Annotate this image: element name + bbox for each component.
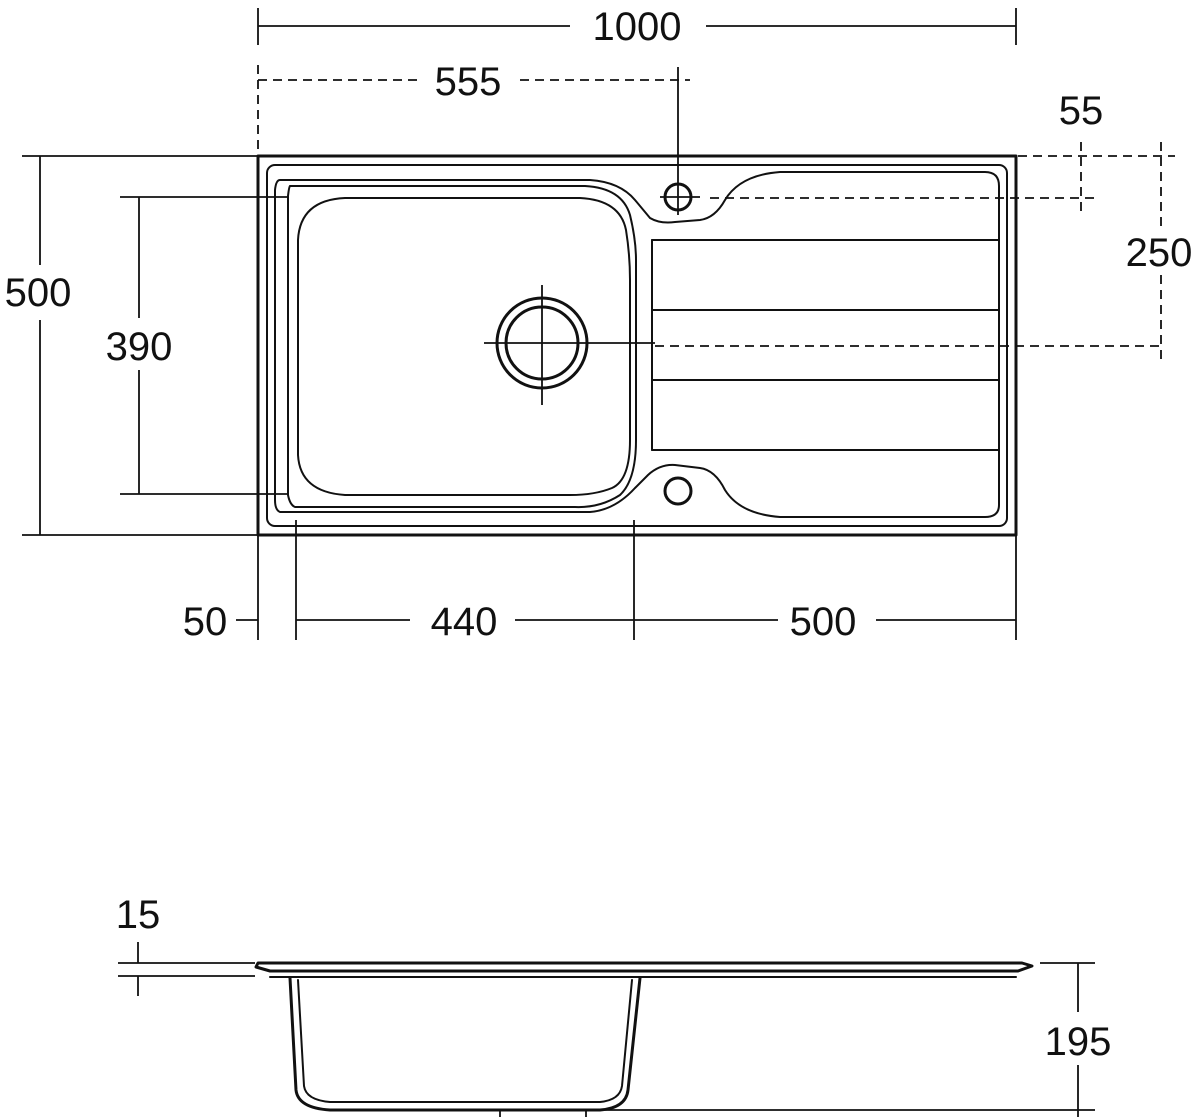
dim-bowl-width: 440 [431, 600, 498, 644]
dim-bowl-offset: 50 [183, 600, 228, 644]
dim-tap-offset: 555 [435, 60, 502, 104]
dim-flange-height: 15 [116, 893, 161, 937]
sink-flange [254, 961, 1034, 973]
bowl-profile-outer [288, 976, 642, 1112]
dim-bowl-depth: 390 [106, 325, 173, 369]
dim-bowl-height: 195 [1045, 1020, 1112, 1064]
dim-overall-width: 1000 [593, 5, 682, 49]
bowl-basin [297, 197, 631, 496]
dim-overall-depth: 500 [5, 271, 72, 315]
drainer-deck-outline [274, 171, 1000, 518]
dim-drainer-width: 500 [790, 600, 857, 644]
dim-tap-setback: 55 [1059, 89, 1104, 133]
dim-waste-from-back: 250 [1126, 231, 1193, 275]
bowl-profile-inner [297, 979, 633, 1103]
bowl-outer-rim [287, 185, 637, 509]
overflow-hole [663, 476, 693, 506]
plan-view: 1000 555 55 250 500 390 50 [5, 5, 1193, 644]
section-view: 15 195 [116, 893, 1112, 1117]
